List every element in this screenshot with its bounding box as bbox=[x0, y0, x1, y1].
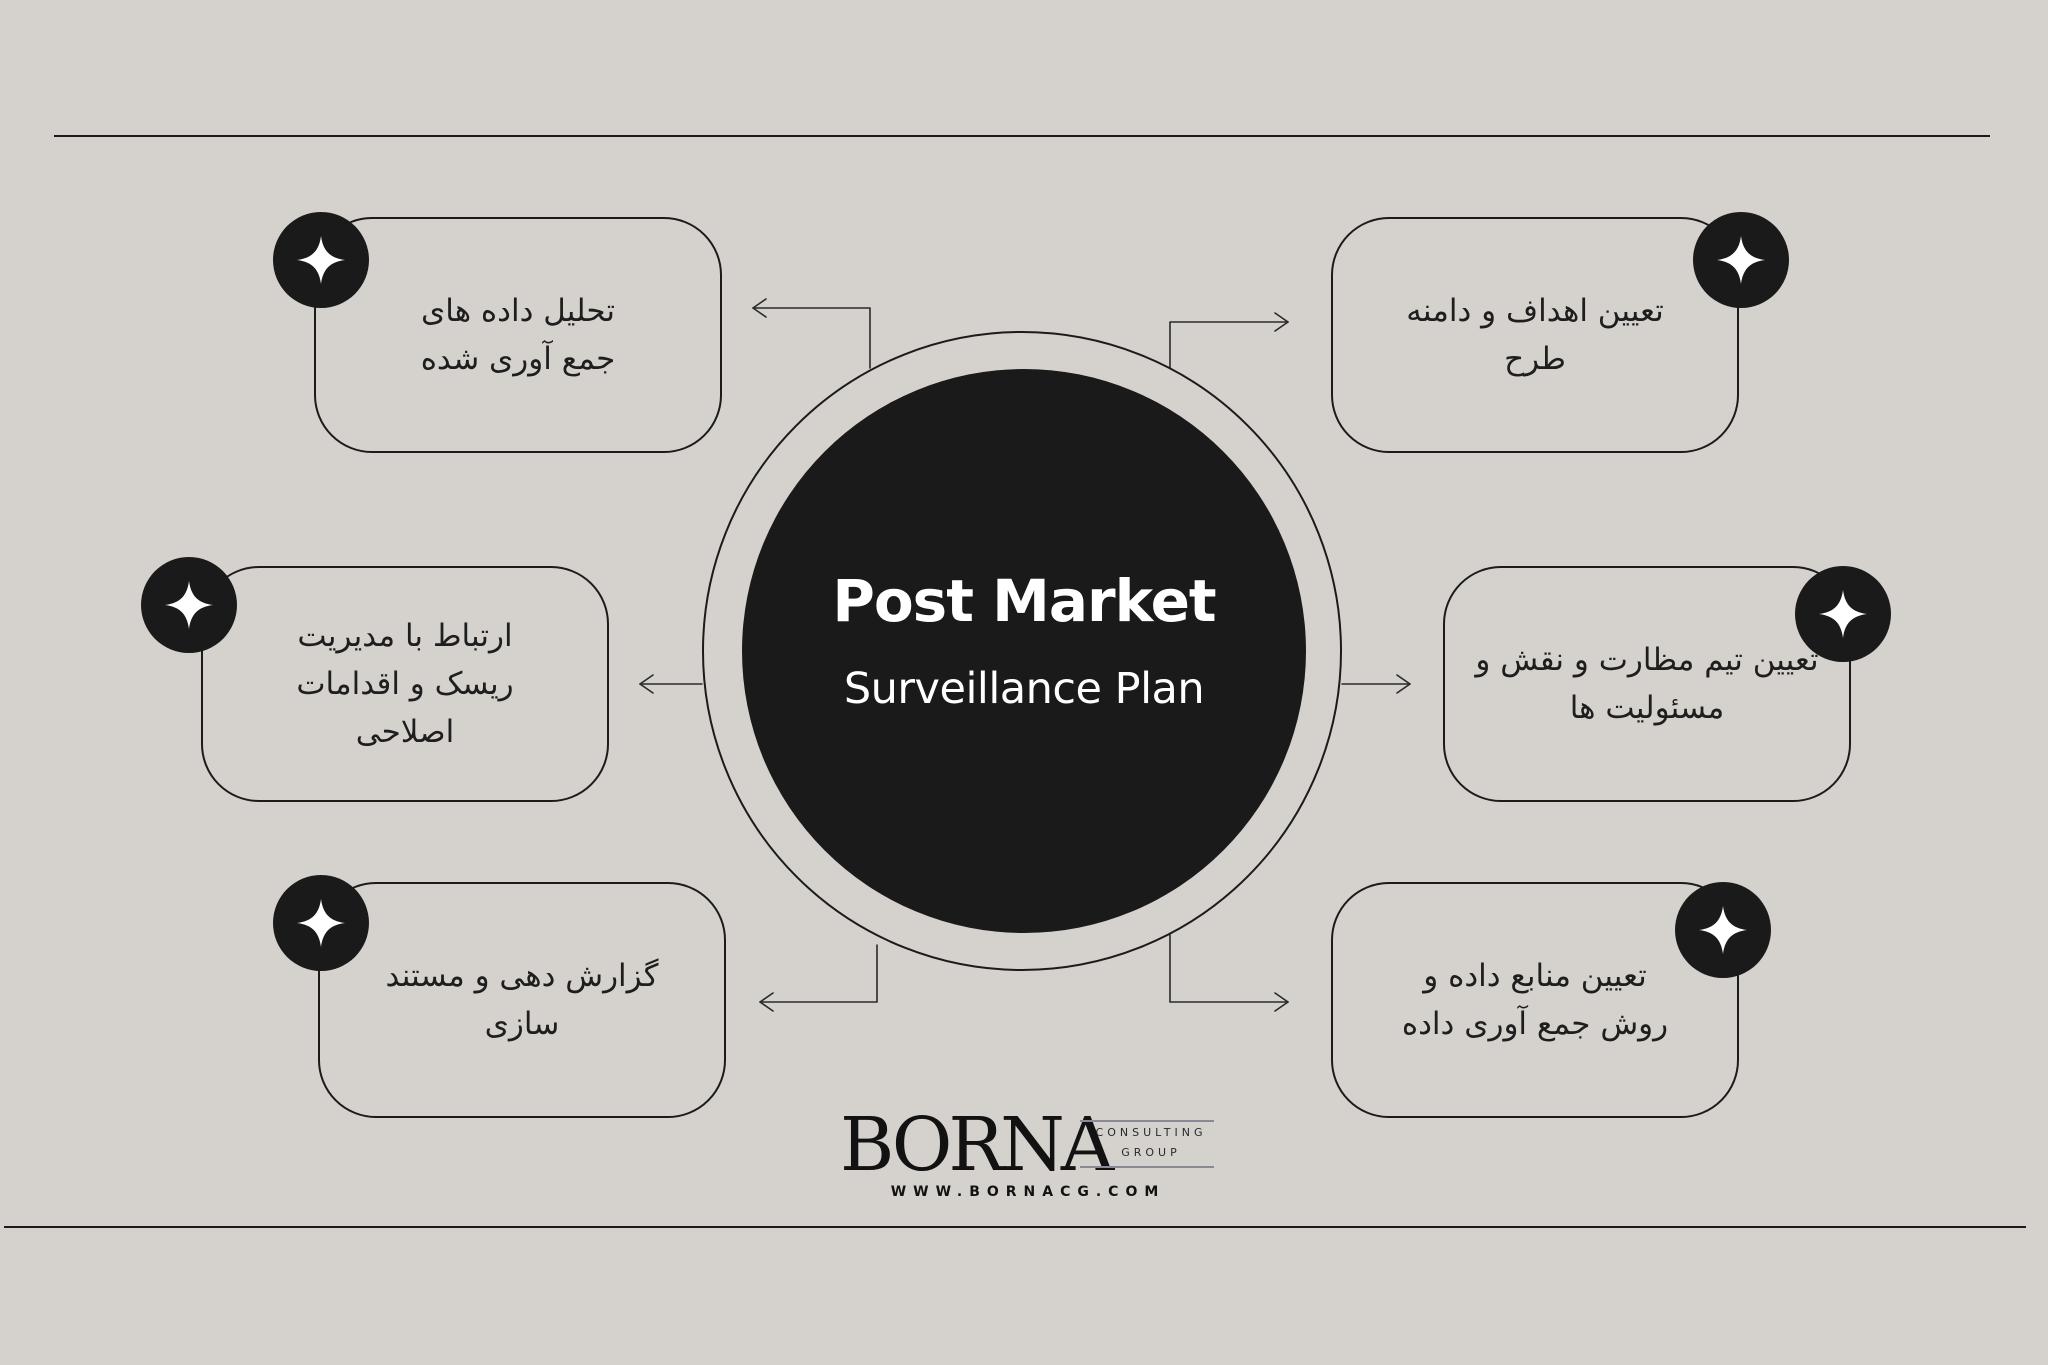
card-team-text: تعیین تیم مظارت و نقش و مسئولیت ها bbox=[1475, 642, 1819, 726]
card-report-text: گزارش دهی و مستند سازی bbox=[385, 958, 659, 1042]
arrow-to-analyze bbox=[752, 307, 871, 369]
logo-group-text: GROUP bbox=[1121, 1146, 1181, 1159]
card-sources-text: تعیین منابع داده و روش جمع آوری داده bbox=[1401, 958, 1669, 1042]
card-goals-text: تعیین اهداف و دامنه طرح bbox=[1406, 293, 1664, 377]
sparkle-star-icon bbox=[1795, 566, 1891, 662]
card-report: گزارش دهی و مستند سازی bbox=[318, 882, 726, 1118]
logo-wordmark: BORNA bbox=[840, 1102, 1114, 1188]
card-sources: تعیین منابع داده و روش جمع آوری داده bbox=[1331, 882, 1739, 1118]
card-team: تعیین تیم مظارت و نقش و مسئولیت ها bbox=[1443, 566, 1851, 802]
card-goals: تعیین اهداف و دامنه طرح bbox=[1331, 217, 1739, 453]
sparkle-star-icon bbox=[1675, 882, 1771, 978]
arrowhead-team bbox=[1396, 674, 1411, 694]
center-title: Post Market bbox=[832, 567, 1216, 635]
logo-top-line bbox=[1080, 1120, 1214, 1122]
arrow-to-goals bbox=[1169, 321, 1289, 369]
logo-url: WWW.BORNACG.COM bbox=[890, 1184, 1166, 1200]
sparkle-star-icon bbox=[273, 212, 369, 308]
bottom-divider bbox=[4, 1226, 2026, 1228]
top-divider bbox=[54, 135, 1990, 137]
arrowhead-analyze bbox=[752, 298, 767, 318]
card-analyze-text: تحلیل داده های جمع آوری شده bbox=[420, 293, 616, 377]
logo-consulting-text: CONSULTING bbox=[1095, 1126, 1207, 1139]
arrowhead-risk bbox=[639, 674, 654, 694]
sparkle-star-icon bbox=[1693, 212, 1789, 308]
arrowhead-goals bbox=[1274, 312, 1289, 332]
center-disc bbox=[742, 369, 1306, 933]
arrowhead-sources bbox=[1274, 992, 1289, 1012]
sparkle-star-icon bbox=[273, 875, 369, 971]
borna-logo: BORNA CONSULTING GROUP WWW.BORNACG.COM bbox=[838, 1104, 1218, 1204]
arrow-to-report bbox=[759, 944, 878, 1003]
arrowhead-report bbox=[759, 992, 774, 1012]
arrow-to-sources bbox=[1169, 934, 1289, 1003]
card-risk-text: ارتباط با مدیریت ریسک و اقدامات اصلاحی bbox=[296, 618, 514, 750]
center-ring bbox=[702, 331, 1342, 971]
logo-bottom-line bbox=[1080, 1166, 1214, 1168]
sparkle-star-icon bbox=[141, 557, 237, 653]
card-risk: ارتباط با مدیریت ریسک و اقدامات اصلاحی bbox=[201, 566, 609, 802]
card-analyze: تحلیل داده های جمع آوری شده bbox=[314, 217, 722, 453]
center-subtitle: Surveillance Plan bbox=[843, 664, 1205, 714]
